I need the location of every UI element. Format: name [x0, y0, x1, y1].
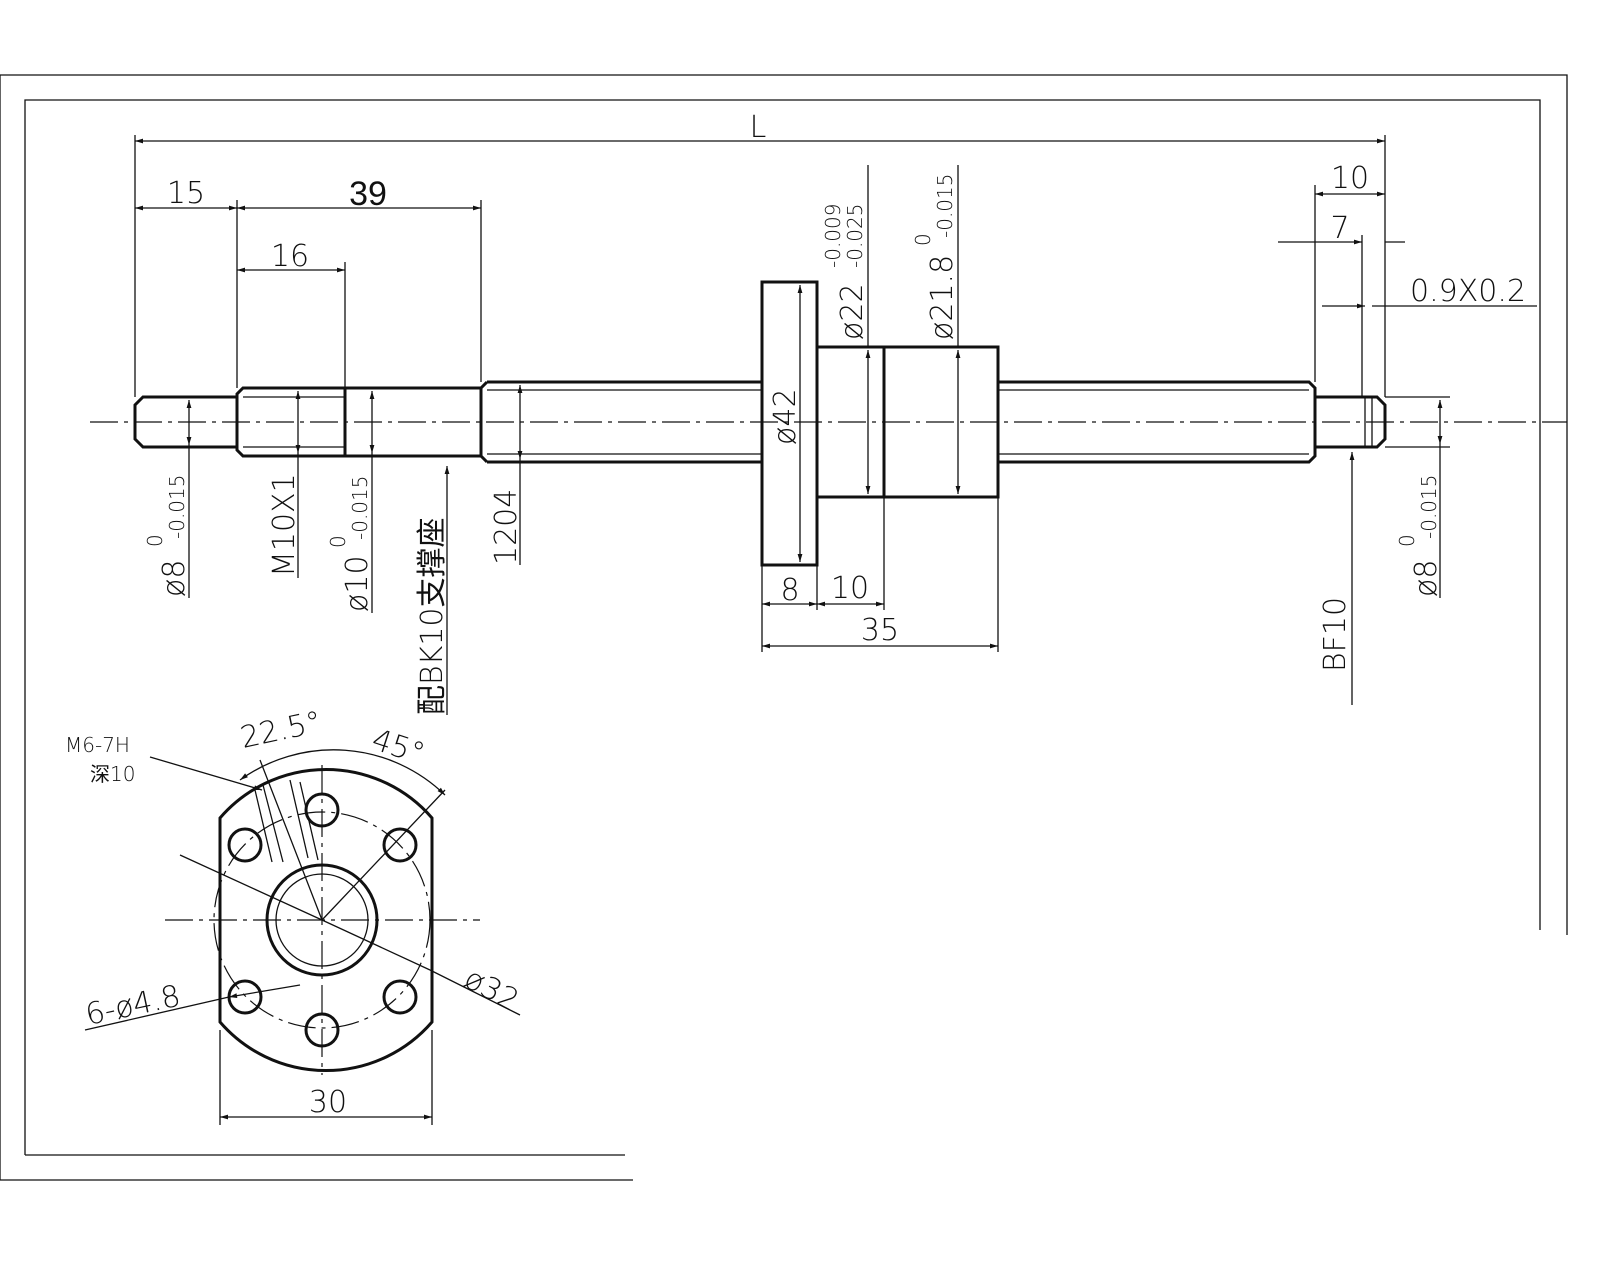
- dimension-lines: [134, 135, 1537, 715]
- tolerance-label: -0.015: [933, 174, 957, 238]
- holes-label: 6-ø4.8: [82, 979, 183, 1033]
- tolerance-label: -0.015: [1417, 475, 1441, 539]
- tap-label: M6-7H: [65, 733, 130, 757]
- thread-length-label: 16: [271, 239, 309, 274]
- right-support-label: BF10: [1318, 597, 1353, 672]
- left-end-length-label: 15: [167, 176, 205, 211]
- tolerance-label: -0.015: [165, 475, 189, 539]
- flange-thickness-label: 8: [780, 573, 799, 608]
- flange-end-view: M6-7H 深10 22.5° 45° 6-ø4.8 ø32 30: [65, 705, 525, 1125]
- flange-diameter-label: ø42: [768, 388, 803, 445]
- bearing-diameter-label: ø10: [340, 555, 375, 612]
- right-end-length-label: 10: [1331, 161, 1369, 196]
- shaft-side-view: [90, 280, 1567, 567]
- right-end-diameter-label: ø8: [1409, 560, 1444, 597]
- nut-length-label: 35: [861, 613, 899, 648]
- tolerance-label: -0.025: [843, 204, 867, 268]
- tolerance-label: -0.009: [821, 204, 845, 268]
- screw-spec-label: 1204: [489, 489, 524, 565]
- support-note-label: 配BK10支撑座: [415, 518, 450, 716]
- drawing-frame: [0, 74, 1568, 1181]
- overall-length-label: L: [750, 110, 767, 145]
- tolerance-label: -0.015: [348, 476, 372, 540]
- pcd-label: ø32: [458, 961, 524, 1018]
- support-length-label: 39: [349, 175, 387, 213]
- pilot-length-label: 10: [831, 571, 869, 606]
- small-angle-label: 22.5°: [237, 705, 324, 756]
- groove-label: 0.9X0.2: [1410, 274, 1526, 309]
- tolerance-label: 0: [911, 233, 935, 246]
- tolerance-label: 0: [143, 534, 167, 547]
- pilot-diameter-label: ø22: [835, 283, 870, 340]
- groove-position-label: 7: [1330, 211, 1349, 246]
- tolerance-label: 0: [326, 535, 350, 548]
- thread-label: M10X1: [267, 473, 302, 577]
- tolerance-label: 0: [1395, 534, 1419, 547]
- left-end-diameter-label: ø8: [157, 560, 192, 597]
- body-diameter-label: ø21.8: [925, 255, 960, 340]
- tap-depth-label: 深10: [90, 762, 135, 786]
- flat-width-label: 30: [309, 1085, 347, 1120]
- large-angle-label: 45°: [368, 722, 429, 772]
